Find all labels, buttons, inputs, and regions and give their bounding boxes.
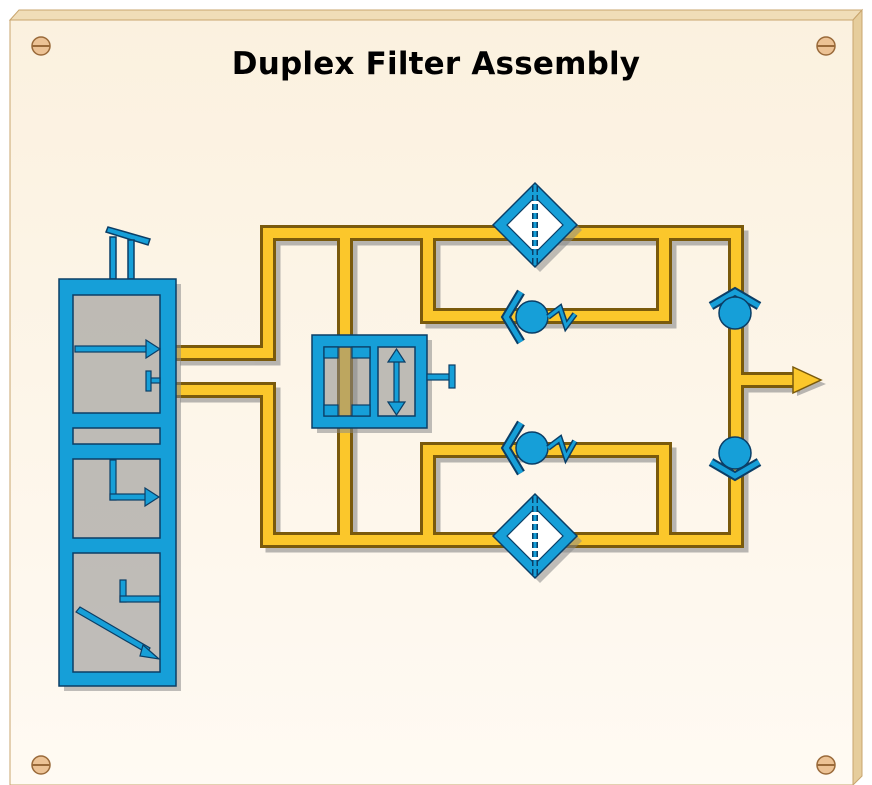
reservoir-return-arrow-icon — [74, 338, 162, 360]
lower-filter-icon — [491, 492, 582, 583]
screw-icon-bottom-left — [31, 755, 51, 775]
outlet-arrow-icon — [792, 365, 826, 396]
reservoir-bent-arrow-icon — [109, 459, 161, 508]
reservoir-suction-tee-icon — [145, 370, 161, 392]
double-arrow-icon — [386, 347, 407, 417]
reservoir-filler-neck-right — [127, 239, 135, 280]
upper-filter-icon — [491, 181, 582, 272]
selector-handle-icon — [426, 364, 456, 389]
reservoir-diagonal-arrow-icon — [75, 606, 161, 660]
screw-icon-top-left — [31, 36, 51, 56]
reservoir-filler-neck-left — [109, 236, 117, 280]
diagram-title: Duplex Filter Assembly — [231, 46, 641, 82]
lower-bypass-check-valve-icon — [500, 420, 578, 476]
hydraulic-reservoir-icon — [58, 226, 181, 691]
selector-port-upper-left — [323, 346, 339, 359]
selector-valve-icon — [311, 334, 456, 433]
selector-port-upper-right — [351, 346, 371, 359]
reservoir-tank — [58, 278, 177, 687]
upper-bypass-check-valve-icon — [500, 289, 578, 345]
upper-outlet-check-valve-icon — [708, 286, 762, 330]
screw-icon-top-right — [816, 36, 836, 56]
lower-outlet-check-valve-icon — [708, 436, 762, 482]
board-right-edge — [852, 8, 863, 785]
reservoir-drain-tee-icon — [119, 579, 161, 603]
screw-icon-bottom-right — [816, 755, 836, 775]
selector-port-lower-right — [351, 404, 371, 417]
selector-port-lower-left — [323, 404, 339, 417]
board-top-edge — [8, 9, 864, 21]
